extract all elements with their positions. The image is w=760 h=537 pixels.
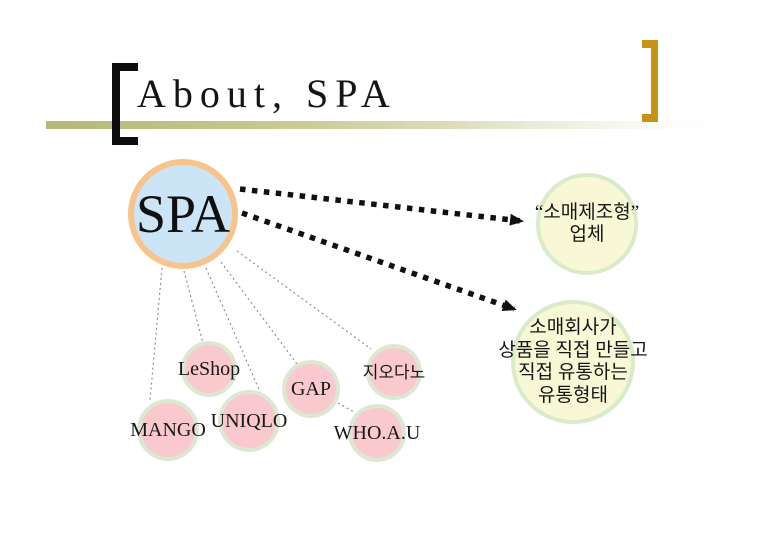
outcome-line: 소매회사가 [529,317,617,338]
brand-label: LeShop [177,358,241,380]
outcome-line: 상품을 직접 만들고 [498,339,648,361]
connector-hub-mango [149,267,163,401]
outcome-circle-description: 소매회사가 상품을 직접 만들고 직접 유통하는 유통형태 [498,300,648,424]
brand-label: MANGO [130,419,206,441]
brand-circle-whoau: WHO.A.U [334,404,420,462]
brand-circle-mango: MANGO [130,399,206,461]
brand-label: WHO.A.U [333,422,421,444]
connector-gap-whoau [337,402,355,413]
brand-label: GAP [290,378,331,400]
connector-hub-leshop [183,270,204,344]
connector-hub-gap [220,261,298,365]
outcome-line: “소매제조형” [534,201,640,223]
hub-circle-spa: SPA [128,159,238,269]
outcome-line: 직접 유통하는 [518,362,628,383]
outcome-circle-retail-manufacturer: “소매제조형” 업체 [534,173,640,275]
brand-label: 지오다노 [362,362,426,382]
title-underline-rule [46,121,738,129]
outcome-line: 유통형태 [538,384,608,406]
arrow-hub-to-description [241,210,517,312]
brand-circle-giordano: 지오다노 [363,344,425,400]
brand-circle-uniqlo: UNIQLO [211,390,287,452]
page-title: About, SPA [137,71,397,116]
brand-label: UNIQLO [210,410,288,432]
connector-hub-giordano [236,250,372,350]
hub-label: SPA [135,184,231,244]
outcome-line: 업체 [569,224,605,245]
left-bracket-decoration [112,63,138,145]
arrow-hub-to-retail-manufacturer [239,186,524,226]
right-bracket-decoration [642,40,658,122]
brand-circle-gap: GAP [282,360,340,418]
brand-circle-leshop: LeShop [177,341,241,397]
